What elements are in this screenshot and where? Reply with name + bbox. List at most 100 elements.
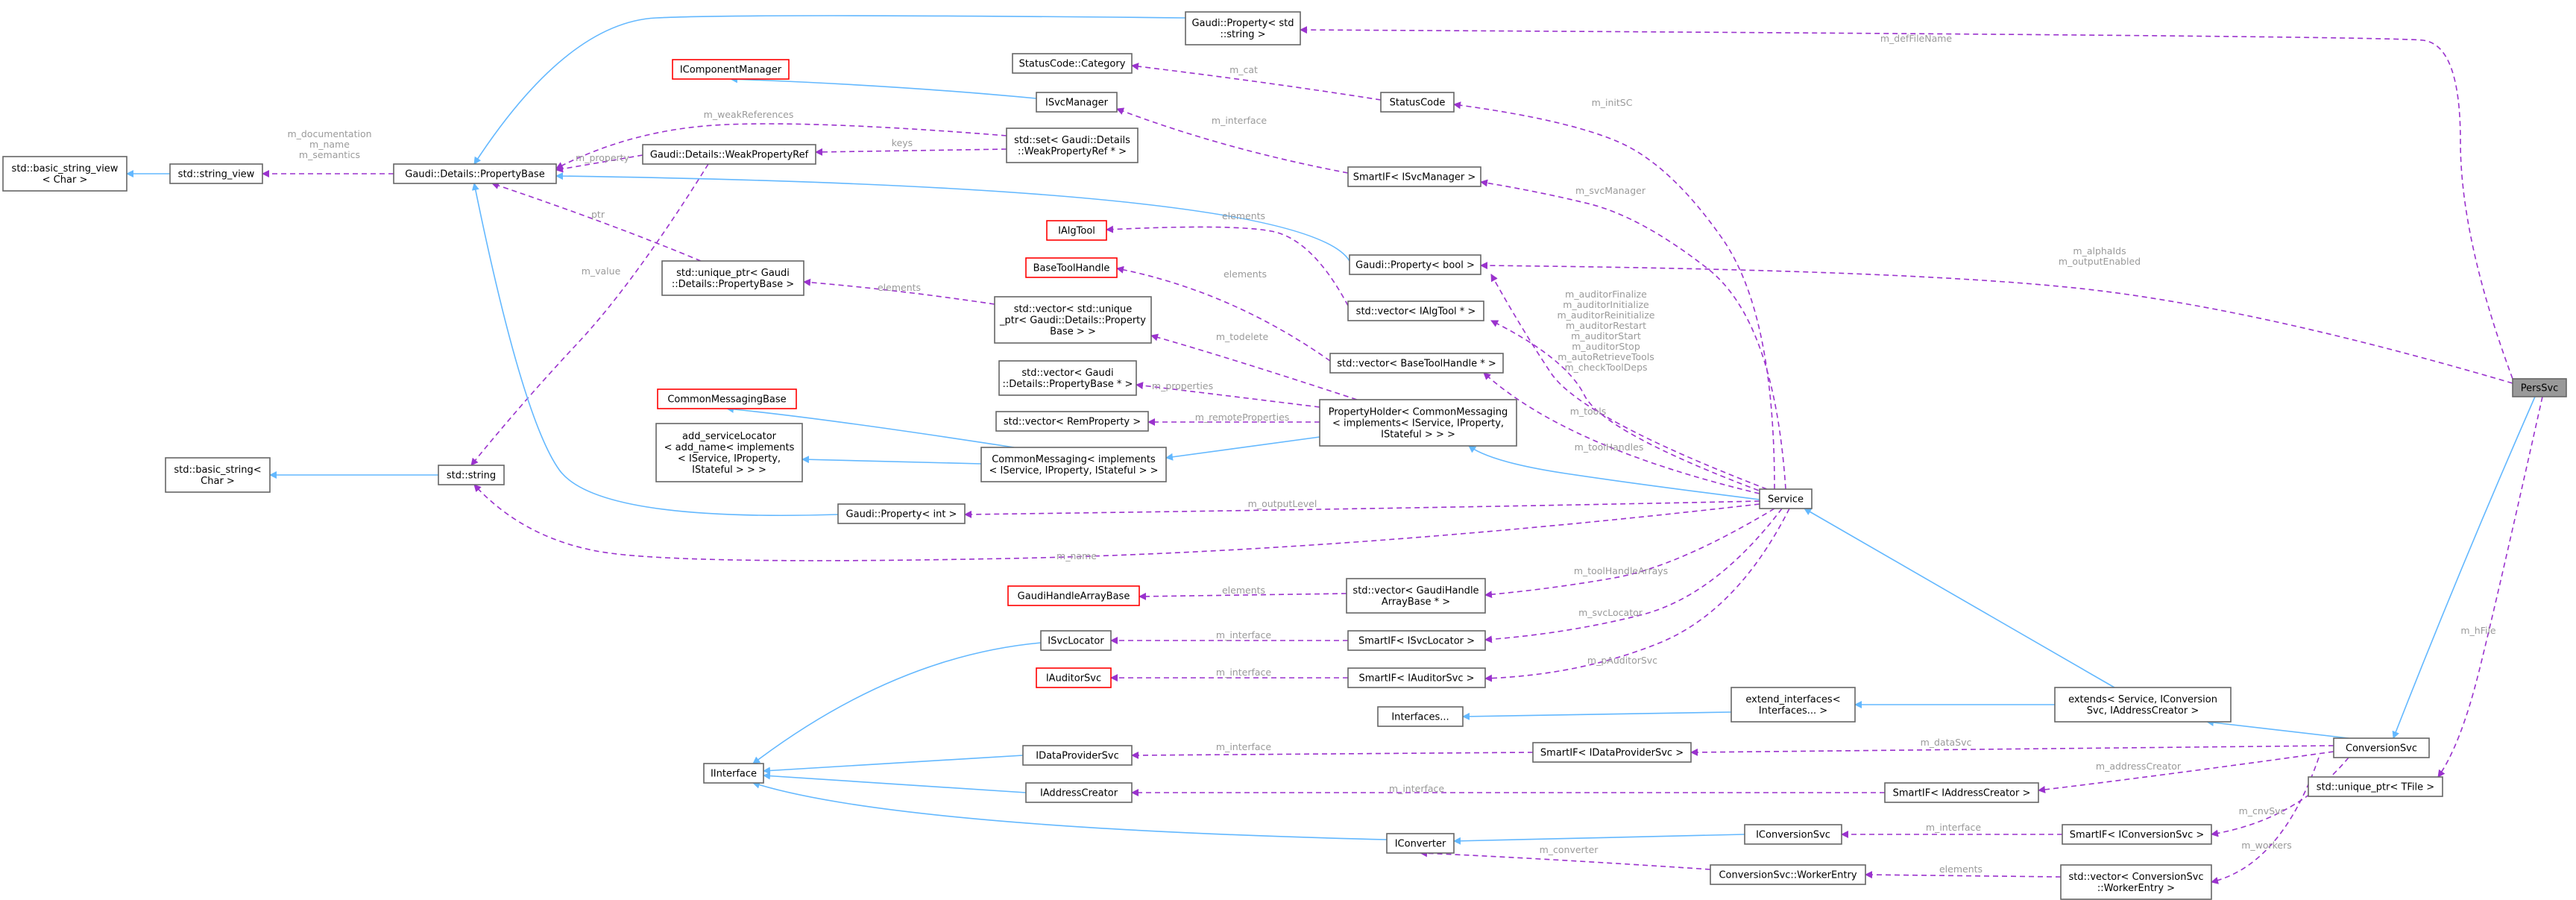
class-node-iinterface[interactable]: IInterface [703,763,764,784]
class-node-vec-ialgtool[interactable]: std::vector< IAlgTool * > [1347,300,1484,321]
node-label: SmartIF< IAuditorSvc > [1358,673,1474,685]
node-label: ISvcLocator [1048,636,1104,647]
node-label: Gaudi::Details::WeakPropertyRef [650,150,809,161]
usage-edge-service-to-prop-int [964,500,1760,518]
class-node-prop-bool[interactable]: Gaudi::Property< bool > [1349,254,1481,275]
class-node-ialgtool[interactable]: IAlgTool [1046,220,1107,241]
node-box [1185,11,1301,45]
class-node-isvcmanager[interactable]: ISvcManager [1036,92,1118,113]
edge-label-outputlevel: m_outputLevel [1248,498,1317,509]
inheritance-edge-extends-to-service [1804,508,2115,688]
node-box [1012,53,1133,74]
class-node-prop-string[interactable]: Gaudi::Property< std::string > [1185,11,1301,45]
class-node-idataprovidersvc[interactable]: IDataProviderSvc [1022,745,1133,766]
class-node-vec-workerentry[interactable]: std::vector< ConversionSvc::WorkerEntry … [2060,864,2212,900]
class-node-icomponentmanager[interactable]: IComponentManager [672,59,790,80]
class-node-prop-int[interactable]: Gaudi::Property< int > [837,503,966,524]
class-node-smartif-iauditorsvc[interactable]: SmartIF< IAuditorSvc > [1347,667,1486,688]
class-node-vec-pb[interactable]: std::vector< Gaudi::Details::PropertyBas… [998,360,1137,396]
node-label: Svc, IAddressCreator > [2087,705,2199,717]
class-node-perssvc[interactable]: PersSvc [2512,378,2567,397]
class-node-interfaces[interactable]: Interfaces... [1377,706,1464,727]
edge-label-iface-svcloc: m_interface [1216,629,1271,641]
usage-edge-vec-basetoolhandle-to-basetoolhandle [1116,265,1331,362]
node-box [1349,254,1481,275]
node-label: extends< Service, IConversion [2068,694,2217,705]
usage-edge-unique-ptr-pb-to-propertybase [491,182,702,262]
node-box [672,59,790,80]
node-label: < implements< IService, IProperty, [1332,418,1504,429]
class-node-basic-string[interactable]: std::basic_string<Char > [165,457,271,493]
class-node-conversionsvc[interactable]: ConversionSvc [2333,737,2430,758]
edge-label-el-worker: elements [1939,863,1983,875]
class-node-unique-ptr-pb[interactable]: std::unique_ptr< Gaudi::Details::Propert… [661,260,804,296]
class-node-iconversionsvc[interactable]: IConversionSvc [1744,824,1842,845]
edge-label-auditors: m_auditorRestart [1566,320,1646,331]
class-node-commonmessaging[interactable]: CommonMessaging< implements< IService, I… [980,447,1167,482]
class-node-smartif-iconversionsvc[interactable]: SmartIF< IConversionSvc > [2062,824,2212,845]
node-box [165,457,271,493]
class-node-basic-string-view[interactable]: std::basic_string_view< Char > [2,156,127,192]
class-node-extend-interfaces[interactable]: extend_interfaces<Interfaces... > [1731,687,1856,723]
node-label: ::WeakPropertyRef * > [1018,146,1127,157]
node-label: ::WorkerEntry > [2097,883,2175,894]
class-node-propertyholder[interactable]: PropertyHolder< CommonMessaging< impleme… [1319,399,1517,447]
class-node-vec-remproperty[interactable]: std::vector< RemProperty > [995,411,1149,432]
edge-label-remote: m_remoteProperties [1195,412,1290,423]
node-label: IInterface [711,769,757,780]
class-node-gaudihandlearraybase[interactable]: GaudiHandleArrayBase [1007,585,1140,606]
usage-edge-weakpropertyref-to-std-string [470,163,709,466]
usage-edge-propertyholder-to-vec-unique [1150,333,1358,400]
class-node-propertybase[interactable]: Gaudi::Details::PropertyBase [393,163,557,184]
node-label: ConversionSvc::WorkerEntry [1719,870,1857,881]
class-node-statuscode-cat[interactable]: StatusCode::Category [1012,53,1133,74]
edge-label-svclocator: m_svcLocator [1578,607,1643,618]
class-node-string-view[interactable]: std::string_view [169,163,263,184]
node-box [169,163,263,184]
edge-label-doc: m_name [309,139,350,150]
node-label: < add_name< implements [664,442,795,453]
class-node-workerentry[interactable]: ConversionSvc::WorkerEntry [1710,864,1866,885]
node-label: PropertyHolder< CommonMessaging [1329,407,1508,418]
node-label: std::vector< Gaudi [1021,368,1113,379]
edge-label-iface-audit: m_interface [1216,667,1271,678]
class-node-iconverter[interactable]: IConverter [1386,833,1455,854]
class-node-add-servicelocator[interactable]: add_serviceLocator< add_name< implements… [655,423,803,482]
class-node-basetoolhandle[interactable]: BaseToolHandle [1025,257,1118,278]
inheritance-edge-service-to-propertyholder [1468,445,1760,500]
node-box [1710,864,1866,885]
edge-label-doc: m_semantics [299,149,360,160]
class-node-vec-unique[interactable]: std::vector< std::unique_ptr< Gaudi::Det… [994,296,1152,344]
node-label: Base > > [1050,327,1096,338]
class-node-smartif-idataprovidersvc[interactable]: SmartIF< IDataProviderSvc > [1532,742,1692,763]
class-node-smartif-isvcmanager[interactable]: SmartIF< ISvcManager > [1347,166,1481,187]
class-node-iaddresscreator[interactable]: IAddressCreator [1025,782,1133,803]
class-node-isvclocator[interactable]: ISvcLocator [1040,630,1112,651]
node-box [995,411,1149,432]
node-label: StatusCode [1390,98,1446,109]
node-box [2054,687,2232,723]
class-node-iauditorsvc[interactable]: IAuditorSvc [1036,667,1112,688]
class-node-vec-basetoolhandle[interactable]: std::vector< BaseToolHandle * > [1329,353,1504,374]
class-node-smartif-isvclocator[interactable]: SmartIF< ISvcLocator > [1347,630,1486,651]
class-node-statuscode[interactable]: StatusCode [1380,92,1455,113]
node-label: SmartIF< IDataProviderSvc > [1540,748,1684,759]
node-box [2512,378,2567,397]
class-node-commonmessagingbase[interactable]: CommonMessagingBase [657,388,797,409]
node-label: CommonMessaging< implements [992,454,1156,465]
class-node-weakpropertyref[interactable]: Gaudi::Details::WeakPropertyRef [642,144,816,165]
edge-label-hfile: m_hFile [2460,625,2496,636]
class-node-smartif-iaddresscreator[interactable]: SmartIF< IAddressCreator > [1884,782,2039,803]
edge-label-iface-addr: m_interface [1389,783,1444,794]
class-node-std-string[interactable]: std::string [438,465,505,485]
class-node-service[interactable]: Service [1759,488,1813,509]
class-node-std-set[interactable]: std::set< Gaudi::Details::WeakPropertyRe… [1006,128,1139,163]
node-label: IAlgTool [1058,226,1095,237]
class-node-vec-gaudihandle[interactable]: std::vector< GaudiHandleArrayBase * > [1346,578,1486,614]
usage-edge-vec-gaudihandle-to-gaudihandlearraybase [1139,592,1347,600]
inheritance-edge-isvcmanager-to-icomponentmanager [730,75,1037,99]
class-node-extends[interactable]: extends< Service, IConversionSvc, IAddre… [2054,687,2232,723]
class-node-unique-ptr-tfile[interactable]: std::unique_ptr< TFile > [2308,776,2443,797]
edge-label-el-gaudihandle: elements [1222,585,1265,596]
inheritance-edge-iconverter-to-iinterface [752,781,1388,840]
